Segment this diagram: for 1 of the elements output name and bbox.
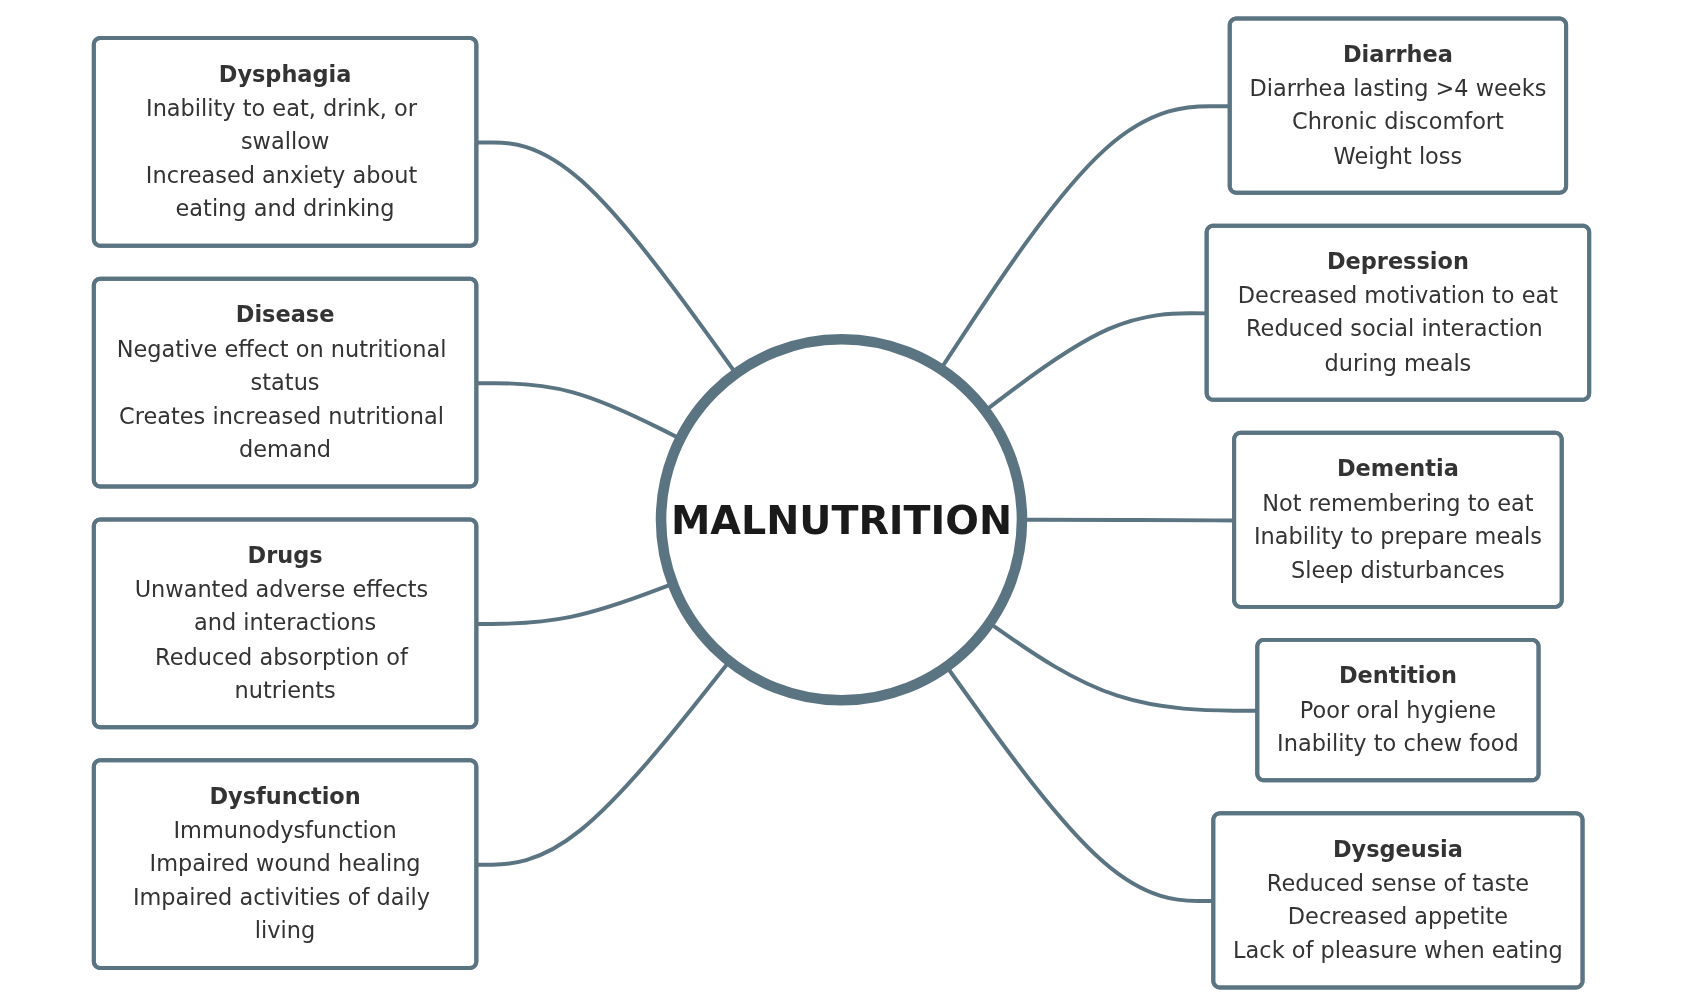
node-circle: MALNUTRITION xyxy=(655,334,1028,706)
